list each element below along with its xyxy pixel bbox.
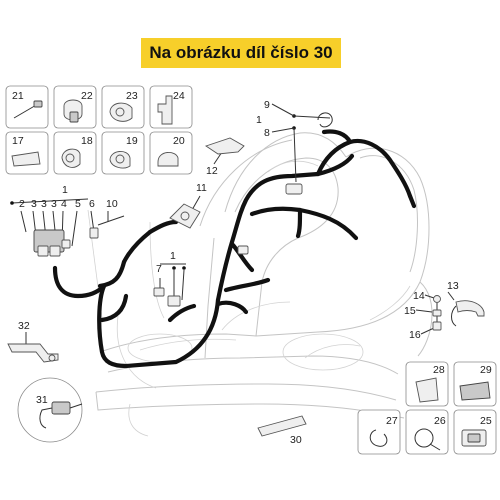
label-7: 7: [156, 263, 162, 275]
label-29: 29: [480, 364, 492, 376]
label-24: 24: [173, 90, 185, 102]
left-connector-group: 1 2 3 3 3 4 5 6 10: [10, 184, 125, 257]
label-20: 20: [173, 135, 185, 147]
top-right-labels: 9 1 8: [256, 99, 295, 139]
label-5: 5: [75, 198, 81, 210]
wiring-harness-part-30: [52, 129, 417, 369]
label-17: 17: [12, 135, 24, 147]
grommet-icon: [459, 381, 491, 401]
cable-tie-icon: [414, 428, 434, 448]
detail-circle-31: [17, 377, 83, 443]
label-25: 25: [480, 415, 492, 427]
label-4: 4: [61, 198, 67, 210]
connector-icon: [167, 295, 181, 307]
label-18: 18: [81, 135, 93, 147]
screw-icon: [433, 295, 441, 303]
connector-icon: [237, 245, 249, 255]
label-31: 31: [36, 394, 48, 406]
part-number-banner: Na obrázku díl číslo 30: [141, 38, 341, 68]
label-11: 11: [196, 182, 207, 194]
label-6: 6: [89, 198, 95, 210]
label-3b: 3: [41, 198, 47, 210]
clip-icon: [415, 377, 439, 403]
boxed-parts-top: 21 22 23 24: [5, 85, 193, 129]
label-30: 30: [290, 434, 302, 446]
ground-cable-group: 13 14 15 16: [404, 280, 485, 341]
bottom-left-parts: 32 31: [7, 320, 83, 443]
connector-icon: [285, 183, 303, 195]
label-1-center: 1: [170, 250, 176, 262]
ground-cable-icon: [455, 300, 485, 317]
label-1-left: 1: [62, 184, 68, 196]
label-12: 12: [206, 165, 218, 177]
label-3a: 3: [31, 198, 37, 210]
label-3c: 3: [51, 198, 57, 210]
clip-icon: [157, 152, 179, 167]
boxed-parts-mid: 17 18 19 20: [5, 131, 193, 175]
label-13: 13: [447, 280, 459, 292]
cable-tie-icon: [317, 112, 333, 128]
bracket-icon: [7, 343, 59, 363]
banner-text: Na obrázku díl číslo 30: [149, 43, 333, 62]
label-27: 27: [386, 415, 398, 427]
connector-icon: [157, 95, 173, 125]
part-box-27: [357, 409, 401, 455]
label-16: 16: [409, 329, 421, 341]
connector-icon: [61, 239, 71, 249]
boxed-parts-bottom-right: 28 29 27 26 25: [357, 361, 497, 455]
connector-icon: [153, 287, 165, 297]
label-32: 32: [18, 320, 30, 332]
label-10: 10: [106, 198, 118, 210]
connector-icon: [89, 227, 99, 239]
label-15: 15: [404, 305, 416, 317]
harness-connectors: [237, 112, 333, 255]
label-19: 19: [126, 135, 138, 147]
bracket-icon: [204, 137, 245, 155]
label-21: 21: [12, 90, 24, 102]
part-30: 30: [257, 415, 307, 446]
cable-tie-icon: [97, 215, 125, 226]
label-2: 2: [19, 198, 25, 210]
grommet-icon: [11, 151, 41, 167]
connector-icon: [51, 401, 71, 415]
label-28: 28: [433, 364, 445, 376]
protective-sleeve-icon: [257, 415, 307, 437]
nut-icon: [432, 321, 442, 331]
label-26: 26: [434, 415, 446, 427]
label-9: 9: [264, 99, 270, 111]
label-23: 23: [126, 90, 138, 102]
part-box-21: [5, 85, 49, 129]
label-14: 14: [413, 290, 425, 302]
center-parts: 11 12 1 7: [153, 137, 245, 307]
connector-icon: [49, 245, 61, 257]
label-8: 8: [264, 127, 270, 139]
label-22: 22: [81, 90, 93, 102]
label-1-top: 1: [256, 114, 262, 126]
connector-icon: [37, 245, 49, 257]
cable-tie-icon: [369, 429, 388, 447]
